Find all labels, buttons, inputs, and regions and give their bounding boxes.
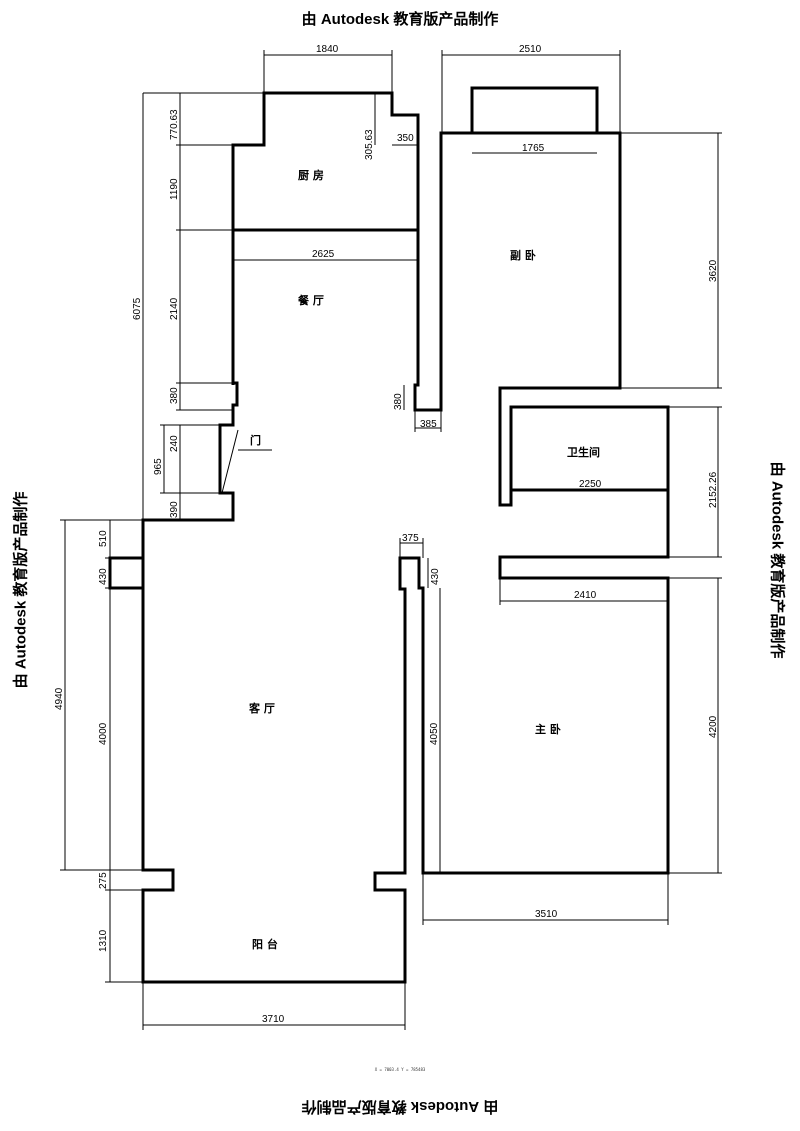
room-bathroom: 卫生间 [567,445,600,459]
dim-375: 375 [402,533,419,544]
dim-510: 510 [98,530,109,547]
dim-4000: 4000 [98,722,109,745]
dim-305: 305.63 [364,129,375,160]
room-kitchen: 厨 房 [298,168,324,182]
dimension-lines [60,50,722,1030]
room-balcony: 阳 台 [252,937,278,951]
room-master-bedroom: 主 卧 [535,722,561,736]
dim-2152: 2152.26 [708,471,719,508]
dim-4050: 4050 [429,722,440,745]
dim-380-left: 380 [169,387,180,404]
dim-2140: 2140 [169,297,180,320]
door-swing [221,429,239,494]
coordinate-readout: X = 7003.4 Y = 785483 [374,1067,426,1072]
dim-2410: 2410 [574,590,597,601]
room-living: 客 厅 [248,701,275,715]
dim-275: 275 [98,872,109,889]
dim-1765: 1765 [522,143,545,154]
pillar-left [108,556,145,590]
walls [108,86,670,984]
watermark-top: 由 Autodesk 教育版产品制作 [301,11,499,28]
room-second-bedroom: 副 卧 [510,248,536,262]
room-labels: 厨 房 餐 厅 副 卧 卫生间 客 厅 主 卧 阳 台 门 [248,168,600,951]
dim-430-right: 430 [430,568,441,585]
dim-3710: 3710 [262,1014,285,1025]
door-label: 门 [250,433,261,447]
dim-770: 770.63 [169,109,180,140]
dim-965: 965 [153,458,164,475]
dim-350: 350 [397,133,414,144]
dim-6075: 6075 [132,297,143,320]
dim-4200: 4200 [708,715,719,738]
dim-3620: 3620 [708,259,719,282]
dim-1190: 1190 [169,178,180,200]
dim-1310: 1310 [98,929,109,952]
dim-385: 385 [420,419,437,430]
dim-430-left: 430 [98,568,109,585]
dim-4940: 4940 [54,687,65,710]
dim-3510: 3510 [535,909,558,920]
dim-2510: 2510 [519,44,542,55]
dim-2250: 2250 [579,479,602,490]
dim-2625: 2625 [312,249,335,260]
room-dining: 餐 厅 [297,293,324,307]
dim-380-right: 380 [393,393,404,410]
dim-390: 390 [169,501,180,518]
dim-1840: 1840 [316,44,339,55]
dimension-labels: 1840 2510 1765 770.63 1190 2140 6075 380… [54,44,719,1025]
dim-240: 240 [169,435,180,452]
